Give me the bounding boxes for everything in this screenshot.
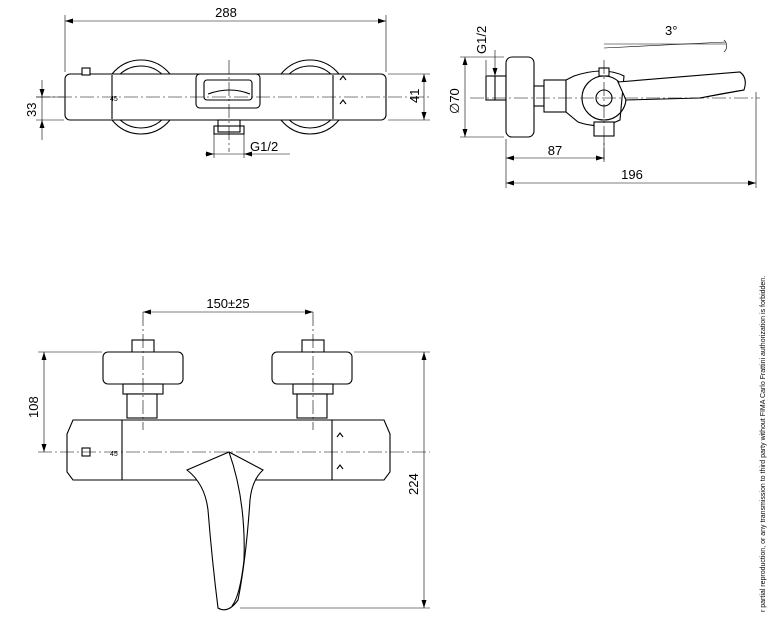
side-view: 3° G1/2 ∅70 87 196 xyxy=(447,23,760,188)
spout-side xyxy=(617,71,746,101)
svg-text:45: 45 xyxy=(110,451,118,458)
height-to-axis-label: 108 xyxy=(26,396,41,418)
spout-front xyxy=(185,451,264,611)
pitch-left-label: 33 xyxy=(24,103,39,117)
inlet-thread-label: G1/2 xyxy=(474,26,489,54)
outlet-thread-label: G1/2 xyxy=(250,139,278,154)
centre-distance-label: 150±25 xyxy=(206,296,249,311)
overall-depth-label: 196 xyxy=(621,167,643,182)
svg-text:45: 45 xyxy=(110,96,118,103)
body-side xyxy=(565,70,625,127)
overall-height-label: 224 xyxy=(406,473,421,495)
front-view: 45 150±25 108 224 xyxy=(26,296,430,611)
overall-width-label: 288 xyxy=(215,5,237,20)
depth-to-outlet-label: 87 xyxy=(548,143,562,158)
right-rosette-front xyxy=(271,351,353,385)
legal-note: r partial reproduction, or any transmiss… xyxy=(760,276,767,612)
body-height-label: 41 xyxy=(407,89,422,103)
mixer-body-front xyxy=(66,419,391,481)
spout-angle-label: 3° xyxy=(665,23,677,38)
rosette-diameter-label: ∅70 xyxy=(447,88,462,114)
spout-top xyxy=(195,73,261,109)
top-view: 45 288 33 41 G1/2 xyxy=(24,5,430,158)
safety-button xyxy=(81,67,91,76)
inlet-nipple xyxy=(485,75,507,101)
rosette-side xyxy=(505,56,535,138)
